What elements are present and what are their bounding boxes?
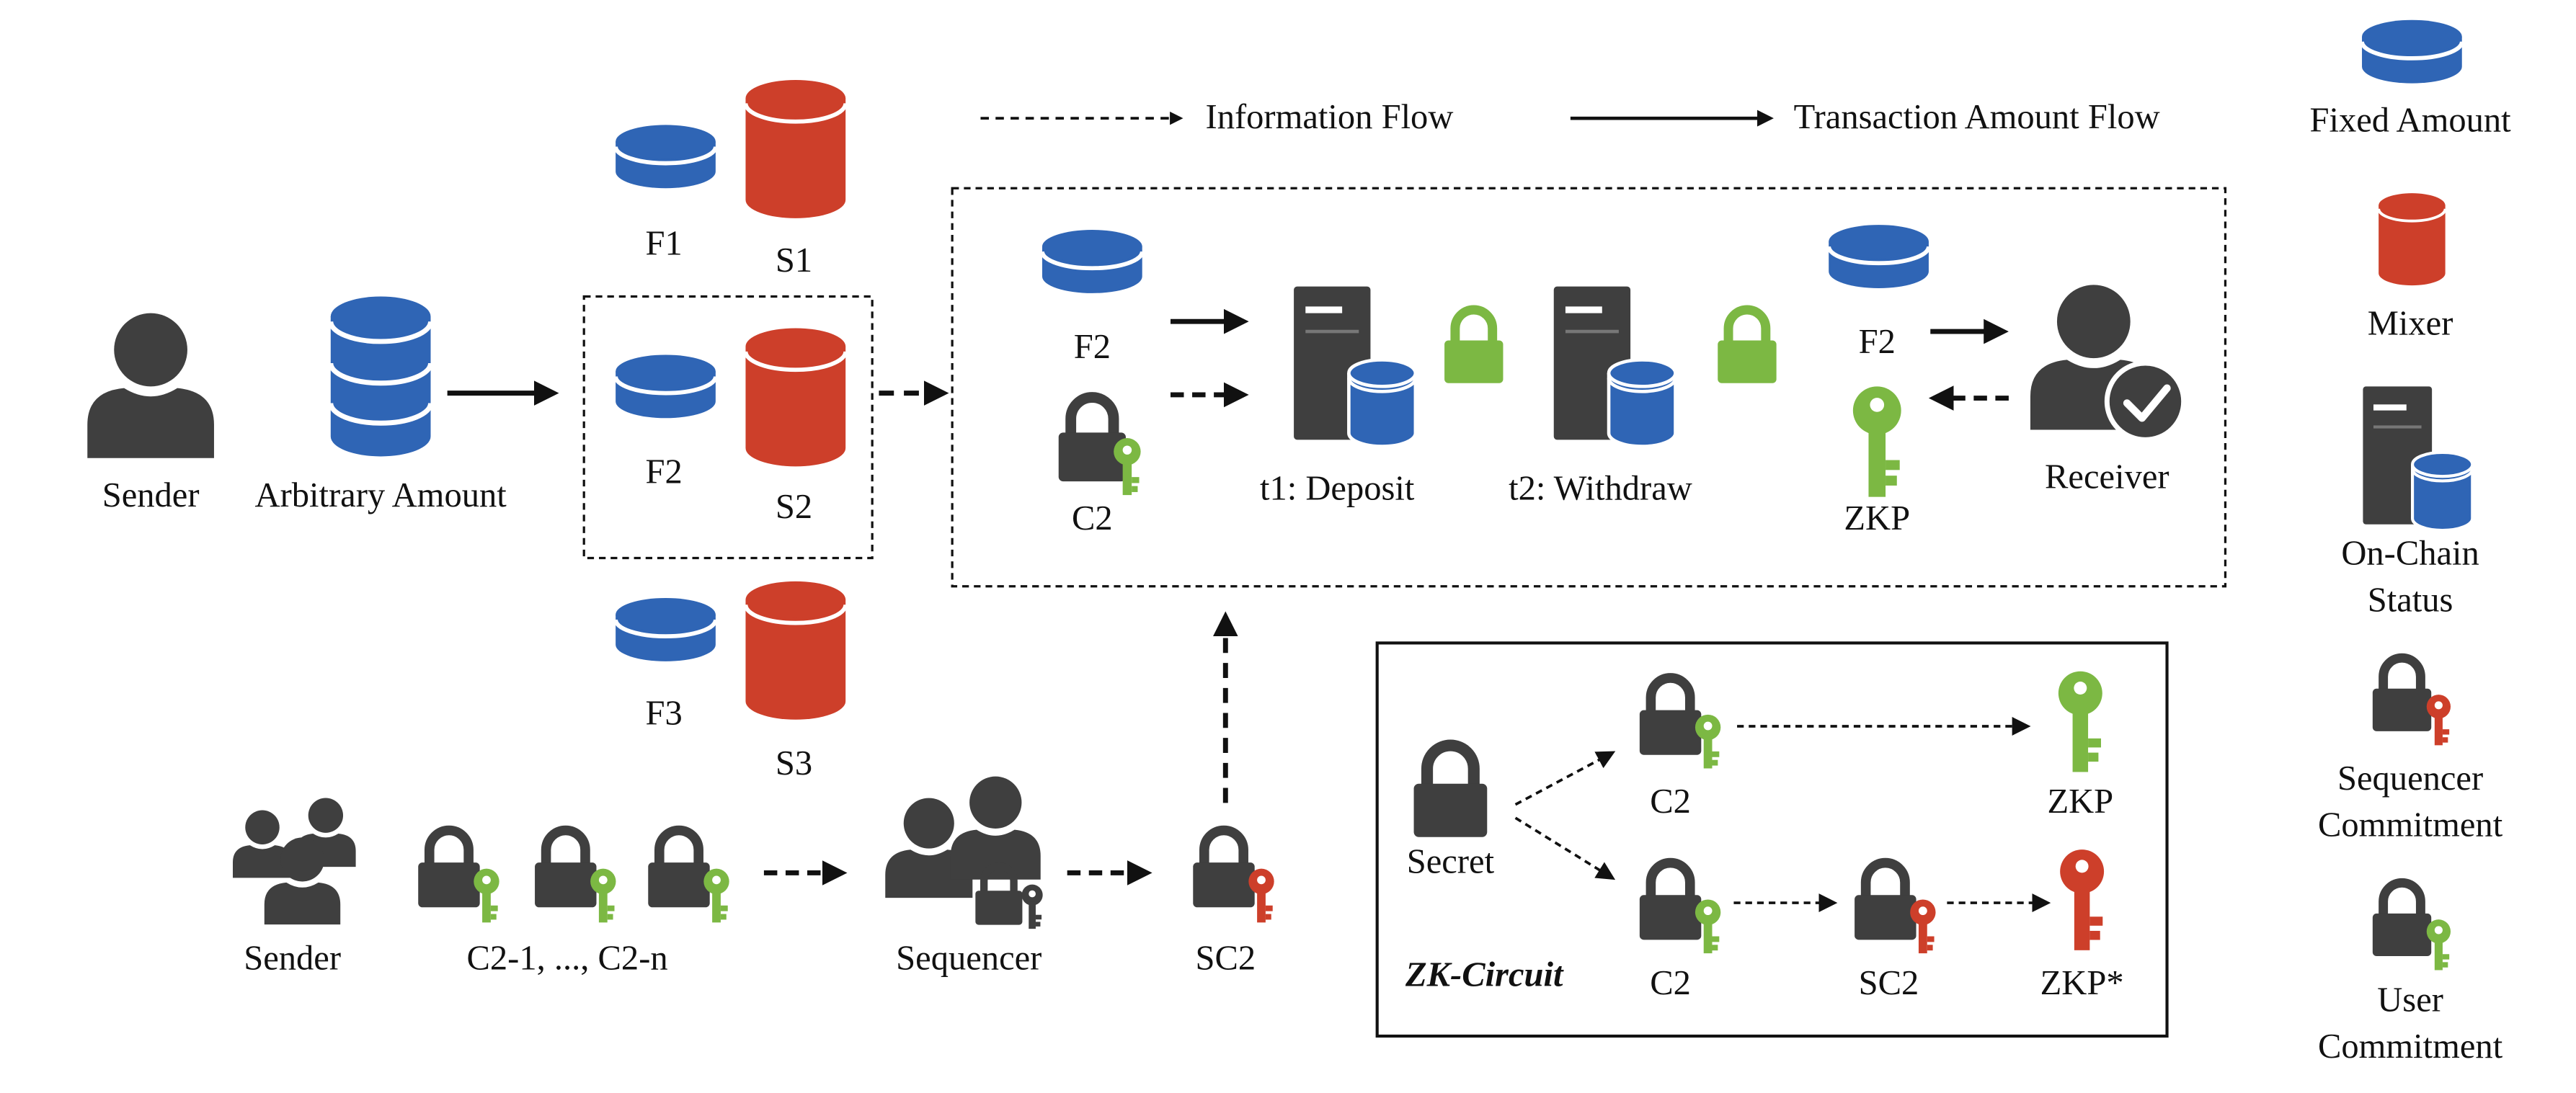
zk-circuit-title: ZK-Circuit [1405,955,1564,994]
fixed-amount-f3-icon [616,598,716,661]
sender-label: Sender [102,476,200,514]
zk-c2-bottom-lock-icon [1640,863,1701,940]
pool-s3-label: S3 [776,744,812,782]
amount-flow-legend-label: Transaction Amount Flow [1794,97,2160,136]
withdraw-label: t2: Withdraw [1509,469,1692,508]
legend-user-commitment-label-1: User [2377,980,2443,1019]
sc2-lock-icon [1193,830,1254,907]
zk-c2-top-label: C2 [1650,782,1691,821]
zk-circuit-box [1375,641,2169,1038]
zk-sc2-label: SC2 [1859,963,1919,1002]
selected-pool-box [582,295,874,560]
arbitrary-amount-db-icon [331,297,431,457]
withdraw-server-icon [1554,287,1676,447]
commitment-c2-2-lock-icon [535,830,596,907]
legend-on-chain-server-icon [2363,386,2472,530]
secret-to-c2-bottom-arrow [1514,816,1616,880]
sequencer-label: Sequencer [896,939,1041,978]
zk-c2-bottom-label: C2 [1650,963,1691,1002]
legend-sequencer-commitment-label-1: Sequencer [2337,759,2483,798]
legend-sequencer-commitment-label-2: Commitment [2318,806,2503,844]
process-f2-out-label: F2 [1859,322,1896,361]
senders-group-icon [233,798,356,925]
legend-mixer-label: Mixer [2368,304,2453,343]
secret-lock-icon [1414,746,1488,837]
legend-user-commitment-lock-icon [2373,883,2431,956]
commitments-label: C2-1, ..., C2-n [467,939,668,978]
info-flow-legend-label: Information Flow [1206,97,1454,136]
mixer-s2-icon [745,328,845,466]
zk-zkp-star-label: ZKP* [2040,963,2124,1002]
deposit-server-icon [1294,287,1416,447]
zk-zkp-star-red-key-icon [2060,849,2105,950]
sender-person-icon [87,313,214,458]
legend-fixed-amount-label: Fixed Amount [2309,101,2511,140]
pool-f1-label: F1 [646,224,683,263]
legend-fixed-amount-icon [2362,20,2462,84]
legend-sequencer-commitment-lock-icon [2373,658,2431,731]
zk-c2-top-lock-icon [1640,678,1701,755]
deposit-lock-green-icon [1444,310,1503,383]
sequencer-group-icon [885,776,1043,929]
arbitrary-amount-label: Arbitrary Amount [255,476,507,514]
process-c2-label: C2 [1072,499,1113,537]
secret-to-c2-top-arrow [1514,751,1616,806]
deposit-label: t1: Deposit [1260,469,1415,508]
zk-zkp-green-key-icon [2058,671,2102,772]
fixed-amount-f1-icon [616,125,716,188]
pool-s2-label: S2 [776,487,812,526]
zk-sc2-lock-icon [1855,863,1916,940]
fixed-amount-f2-icon [616,354,716,418]
transaction-process-box [951,187,2227,588]
commitment-c2-n-lock-icon [648,830,709,907]
process-f2-in-label: F2 [1074,327,1111,366]
commitment-c2-lock-icon [1059,398,1126,482]
process-zkp-label: ZKP [1844,499,1910,537]
pool-f3-label: F3 [646,694,683,733]
fixed-amount-f2-out-icon [1829,225,1929,288]
receiver-check-badge [2104,360,2187,442]
sc2-label: SC2 [1195,939,1256,978]
mixer-s1-icon [745,80,845,218]
fixed-amount-f2-in-icon [1042,230,1142,293]
pool-s1-label: S1 [776,241,812,280]
legend-on-chain-label-2: Status [2368,580,2453,619]
legend-mixer-icon [2379,193,2445,285]
legend-user-commitment-label-2: Commitment [2318,1027,2503,1066]
legend-on-chain-label-1: On-Chain [2341,534,2479,573]
pool-f2-label: F2 [646,452,683,491]
withdraw-lock-green-icon [1718,310,1776,383]
receiver-label: Receiver [2045,457,2169,496]
secret-label: Secret [1407,842,1495,880]
zk-zkp-label: ZKP [2047,782,2113,821]
commitment-c2-1-lock-icon [418,830,479,907]
zkp-green-key-icon [1852,386,1901,497]
mixer-s3-icon [745,581,845,720]
receiver-check-icon [2123,384,2171,422]
senders-label: Sender [244,939,341,978]
